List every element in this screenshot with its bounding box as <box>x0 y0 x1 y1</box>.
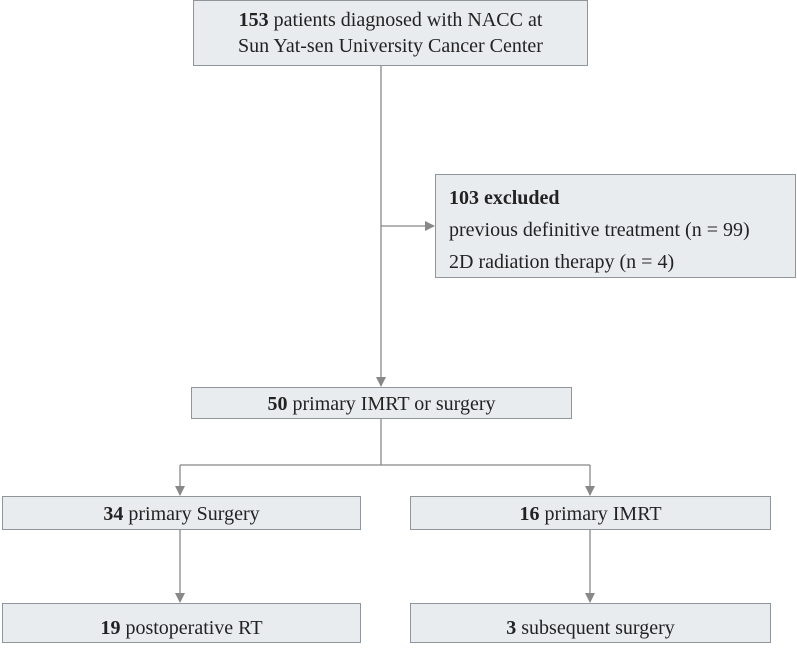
start-line-2: Sun Yat-sen University Cancer Center <box>238 35 543 57</box>
excluded-reason-2d-radiation: 2D radiation therapy (n = 4) <box>449 251 675 273</box>
subsequent-label: subsequent surgery <box>516 617 675 639</box>
postoperative-rt-box: 19 postoperative RT <box>2 603 361 643</box>
connector-split <box>180 419 590 466</box>
excluded-box: 103 excluded previous definitive treatme… <box>435 174 796 278</box>
primary-count: 50 <box>267 393 288 415</box>
subsequent-count: 3 <box>506 617 517 639</box>
start-count: 153 <box>238 9 269 31</box>
primary-surgery-box: 34 primary Surgery <box>2 496 361 530</box>
primary-label: primary IMRT or surgery <box>287 393 496 415</box>
surgery-count: 34 <box>103 503 124 525</box>
postop-label: postoperative RT <box>120 617 263 639</box>
start-label: patients diagnosed with NACC at <box>268 9 543 31</box>
excluded-reason-previous-treatment: previous definitive treatment (n = 99) <box>449 219 750 241</box>
start-box: 153 patients diagnosed with NACC at Sun … <box>193 0 588 66</box>
start-line-1: 153 patients diagnosed with NACC at <box>194 7 587 33</box>
subsequent-surgery-box: 3 subsequent surgery <box>410 603 771 643</box>
excluded-heading: 103 excluded <box>449 187 560 209</box>
postop-count: 19 <box>100 617 121 639</box>
imrt-label: primary IMRT <box>539 503 662 525</box>
primary-treatment-box: 50 primary IMRT or surgery <box>191 387 572 419</box>
primary-imrt-box: 16 primary IMRT <box>410 496 771 530</box>
flowchart-connectors <box>175 66 595 603</box>
surgery-label: primary Surgery <box>123 503 260 525</box>
imrt-count: 16 <box>519 503 540 525</box>
